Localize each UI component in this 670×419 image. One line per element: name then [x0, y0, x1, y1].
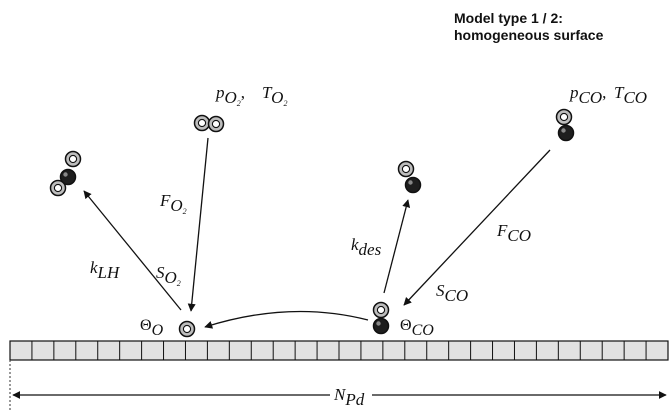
pd-surface	[9, 340, 669, 361]
label-f-o2: FO2	[159, 191, 187, 216]
label-t-o2: TO2	[262, 83, 287, 108]
label-f-co: FCO	[496, 221, 531, 245]
o2-flux-arrow	[187, 137, 209, 312]
model-title-line-1: Model type 1 / 2:	[454, 10, 563, 26]
desorbed-co-molecule	[397, 160, 422, 194]
label-s-o2: SO2	[156, 263, 181, 288]
label-k-des: kdes	[351, 235, 382, 259]
co-molecule-gas	[555, 108, 575, 142]
label-k-lh: kLH	[90, 258, 121, 282]
co-diffusion-arrow	[204, 310, 369, 329]
label-theta-o: ΘO	[140, 317, 164, 339]
lh-reaction-arrow	[83, 190, 182, 311]
adsorbed-co-molecule	[372, 301, 390, 335]
label-s-co: SCO	[436, 281, 468, 305]
label-p-co: pCO,	[569, 83, 606, 107]
co-flux-arrow	[403, 149, 551, 306]
label-p-o2: pO2,	[215, 83, 245, 108]
co-desorption-arrow	[383, 199, 411, 294]
o2-molecule-gas	[193, 114, 225, 133]
model-title-line-2: homogeneous surface	[454, 27, 604, 43]
co2-molecule	[49, 150, 82, 197]
model-title: Model type 1 / 2: homogeneous surface	[454, 10, 603, 44]
label-n-pd: NPd	[333, 385, 365, 409]
label-theta-co: ΘCO	[400, 317, 434, 339]
label-t-co: TCO	[614, 83, 647, 107]
adsorbed-oxygen-atom	[178, 320, 196, 338]
